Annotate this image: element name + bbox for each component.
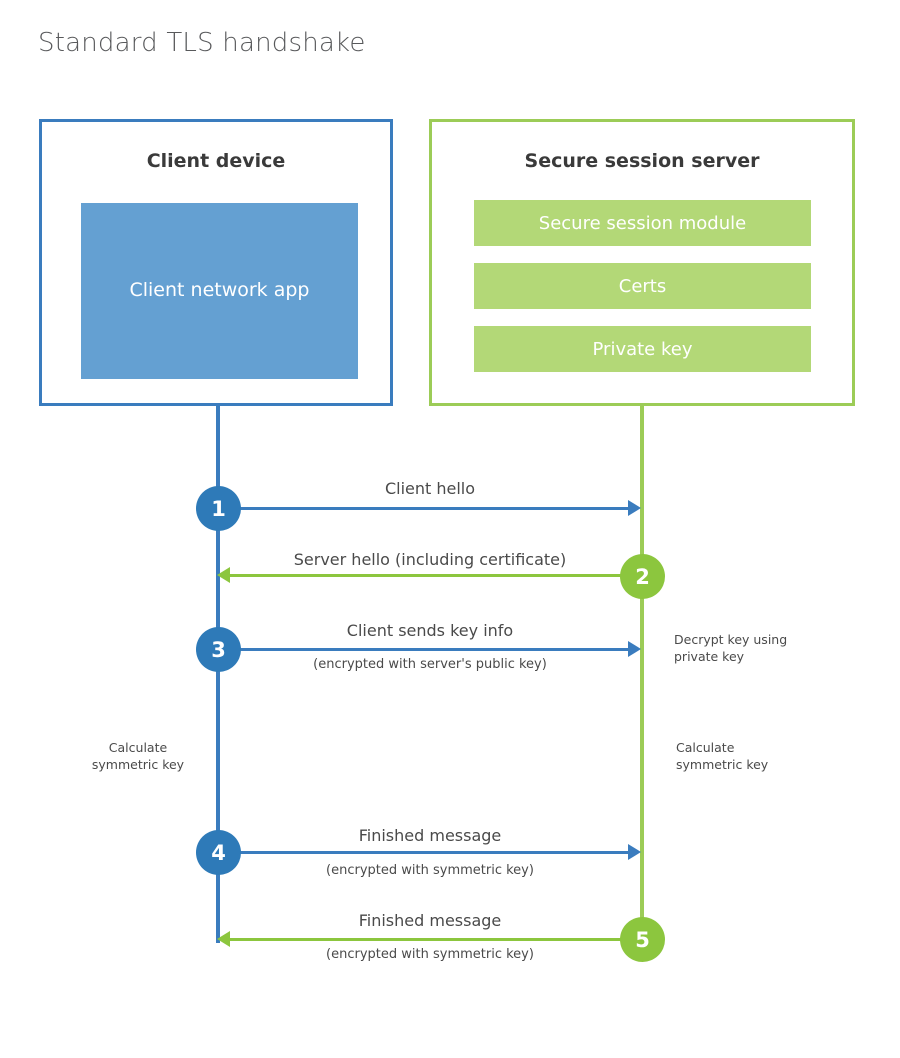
server-calc-line-1: Calculate xyxy=(676,740,735,755)
step-1-arrowhead-icon xyxy=(628,500,641,516)
step-4-label: Finished message xyxy=(358,826,502,845)
server-component-private-key: Private key xyxy=(474,326,811,372)
page-title: Standard TLS handshake xyxy=(38,28,366,58)
step-3-sublabel: (encrypted with server's public key) xyxy=(313,657,547,672)
server-calc-line-2: symmetric key xyxy=(676,756,769,772)
client-network-app-block: Client network app xyxy=(81,203,358,379)
step-5-arrowhead-icon xyxy=(217,931,230,947)
step-3-marker: 3 xyxy=(196,627,241,672)
server-component-certs: Certs xyxy=(474,263,811,309)
step-1-label: Client hello xyxy=(384,479,476,498)
step-5-sublabel: (encrypted with symmetric key) xyxy=(326,947,534,962)
step-2-label: Server hello (including certificate) xyxy=(293,550,567,569)
step-3-arrowhead-icon xyxy=(628,641,641,657)
step-1-marker: 1 xyxy=(196,486,241,531)
step-2-marker: 2 xyxy=(620,554,665,599)
server-lifeline xyxy=(640,406,644,939)
decrypt-key-note-line-2: private key xyxy=(674,648,745,664)
step-4-marker: 4 xyxy=(196,830,241,875)
step-2-arrowhead-icon xyxy=(217,567,230,583)
secure-session-server-box: Secure session server Secure session mod… xyxy=(429,119,855,406)
step-5-marker: 5 xyxy=(620,917,665,962)
step-4-sublabel: (encrypted with symmetric key) xyxy=(326,863,534,878)
secure-session-server-title: Secure session server xyxy=(524,150,760,172)
step-5-label: Finished message xyxy=(358,911,502,930)
decrypt-key-note-line-1: Decrypt key using xyxy=(674,632,788,647)
client-device-box: Client device Client network app xyxy=(39,119,393,406)
server-component-secure-session-module: Secure session module xyxy=(474,200,811,246)
client-calc-line-1: Calculate xyxy=(108,740,168,755)
step-2-arrow-line xyxy=(230,574,642,577)
client-lifeline xyxy=(216,406,220,943)
step-4-arrow-line xyxy=(218,851,628,854)
step-3-label: Client sends key info xyxy=(346,621,514,640)
step-1-arrow-line xyxy=(218,507,628,510)
client-calc-line-2: symmetric key xyxy=(91,756,185,772)
client-calculate-symmetric-key-note: Calculate symmetric key xyxy=(89,740,187,774)
client-device-title: Client device xyxy=(146,150,286,172)
step-5-arrow-line xyxy=(230,938,642,941)
server-calculate-symmetric-key-note: Calculate symmetric key xyxy=(676,740,768,774)
decrypt-key-note: Decrypt key using private key xyxy=(674,632,787,666)
step-4-arrowhead-icon xyxy=(628,844,641,860)
step-3-arrow-line xyxy=(218,648,628,651)
